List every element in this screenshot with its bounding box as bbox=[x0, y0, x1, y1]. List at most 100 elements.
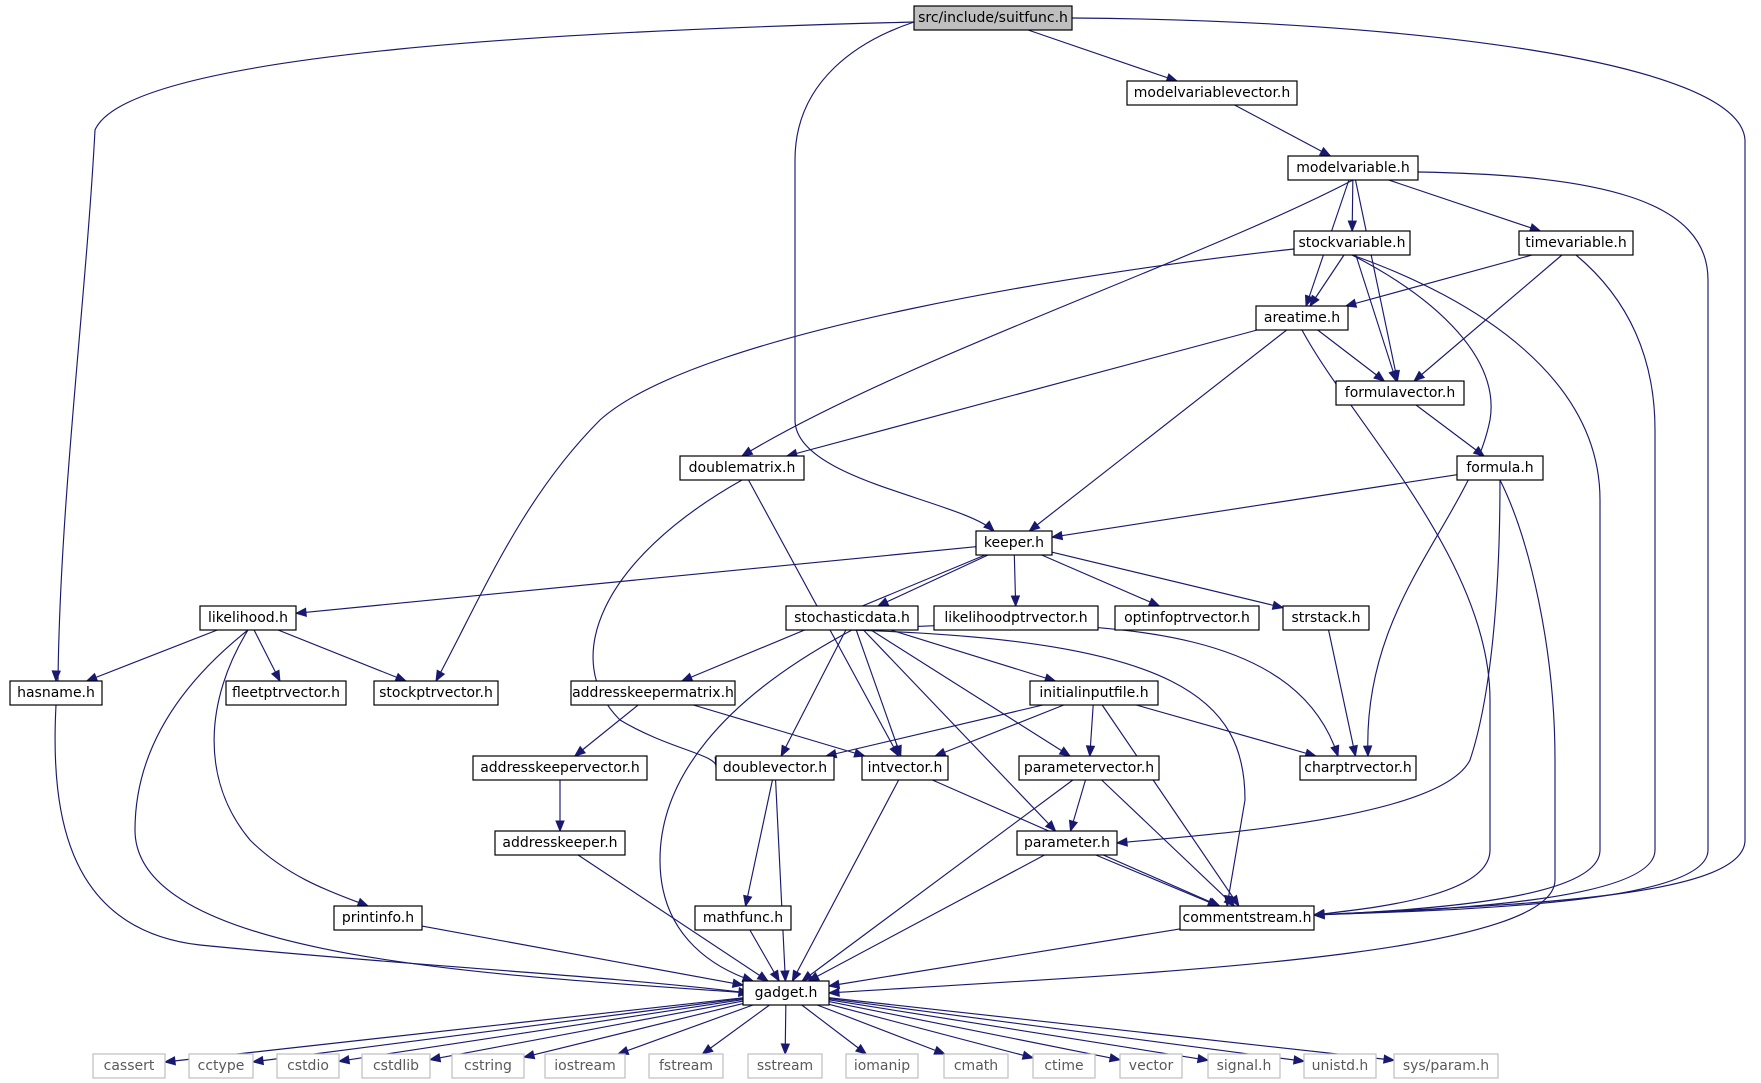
node-box bbox=[570, 680, 736, 706]
node-areatime[interactable]: areatime.h bbox=[1255, 305, 1349, 331]
node-optinfoptrvector[interactable]: optinfoptrvector.h bbox=[1114, 605, 1260, 631]
node-stockptrvector[interactable]: stockptrvector.h bbox=[373, 680, 499, 706]
node-label: likelihood.h bbox=[208, 610, 288, 626]
edge-line bbox=[1051, 551, 1284, 609]
edge-arrowhead bbox=[1223, 895, 1236, 907]
edge-line bbox=[1041, 554, 1160, 607]
node-box bbox=[451, 1053, 525, 1079]
edge-arrowhead bbox=[892, 744, 902, 758]
edge-stochasticdata-to-intvector bbox=[855, 629, 902, 758]
edge-arrowhead bbox=[356, 897, 370, 907]
node-label: formula.h bbox=[1466, 460, 1533, 476]
edge-line bbox=[828, 1003, 1034, 1059]
node-hasname[interactable]: hasname.h bbox=[9, 680, 103, 706]
node-cstring: cstring bbox=[451, 1053, 525, 1079]
edge-arrowhead bbox=[743, 894, 753, 908]
node-parameter[interactable]: parameter.h bbox=[1016, 830, 1118, 856]
edge-arrowhead bbox=[780, 1043, 791, 1056]
node-commentstream[interactable]: commentstream.h bbox=[1179, 905, 1315, 931]
node-stochasticdata[interactable]: stochasticdata.h bbox=[785, 605, 919, 631]
edge-gadget-to-cmath bbox=[817, 1004, 947, 1055]
node-initialinputfile[interactable]: initialinputfile.h bbox=[1029, 680, 1159, 706]
edge-line bbox=[1095, 854, 1219, 907]
edge-mathfunc-to-gadget bbox=[749, 929, 780, 983]
edge-arrowhead bbox=[573, 745, 587, 757]
node-timevariable[interactable]: timevariable.h bbox=[1518, 230, 1634, 256]
edge-arrowhead bbox=[933, 1045, 947, 1055]
edge-line bbox=[693, 704, 865, 757]
edge-modelvariable-to-timevariable bbox=[1388, 179, 1542, 233]
edge-addresskeepermatrix-to-intvector bbox=[693, 704, 866, 758]
edge-line bbox=[421, 925, 744, 986]
edge-line bbox=[338, 998, 744, 1062]
node-label: intvector.h bbox=[868, 760, 943, 776]
edge-parameter-to-commentstream bbox=[1095, 854, 1220, 907]
node-box bbox=[943, 1053, 1009, 1079]
node-doublevector[interactable]: doublevector.h bbox=[715, 755, 835, 781]
node-box bbox=[1032, 1053, 1096, 1079]
edge-arrowhead bbox=[701, 1043, 714, 1055]
edge-likelihood-to-fleetptrvector bbox=[253, 629, 281, 683]
node-modelvariable[interactable]: modelvariable.h bbox=[1287, 155, 1419, 181]
node-box bbox=[361, 1053, 431, 1079]
node-addresskeeper[interactable]: addresskeeper.h bbox=[494, 830, 626, 856]
edges-layer bbox=[51, 17, 1746, 1066]
node-ctime: ctime bbox=[1032, 1053, 1096, 1079]
node-likelihood[interactable]: likelihood.h bbox=[199, 605, 297, 631]
node-modelvariablevector[interactable]: modelvariablevector.h bbox=[1126, 80, 1298, 106]
node-keeper[interactable]: keeper.h bbox=[975, 530, 1053, 556]
node-label: doublevector.h bbox=[723, 760, 827, 776]
edge-line bbox=[1313, 254, 1656, 916]
node-sstream: sstream bbox=[747, 1053, 823, 1079]
node-label: ctime bbox=[1044, 1058, 1083, 1074]
node-box bbox=[494, 830, 626, 856]
node-printinfo[interactable]: printinfo.h bbox=[333, 905, 423, 931]
node-box bbox=[1207, 1053, 1281, 1079]
node-likelihoodptrvector[interactable]: likelihoodptrvector.h bbox=[933, 605, 1099, 631]
node-stockvariable[interactable]: stockvariable.h bbox=[1293, 230, 1411, 256]
edge-line bbox=[744, 779, 774, 907]
node-parametervector[interactable]: parametervector.h bbox=[1018, 755, 1160, 781]
node-addresskeepermatrix[interactable]: addresskeepermatrix.h bbox=[570, 680, 736, 706]
node-box bbox=[1119, 1053, 1183, 1079]
node-suitfunc[interactable]: src/include/suitfunc.h bbox=[913, 5, 1073, 31]
node-formulavector[interactable]: formulavector.h bbox=[1335, 380, 1465, 406]
edge-stockvariable-to-commentstream bbox=[1312, 254, 1601, 920]
node-label: iostream bbox=[554, 1058, 616, 1074]
node-mathfunc[interactable]: mathfunc.h bbox=[694, 905, 792, 931]
node-label: unistd.h bbox=[1312, 1058, 1369, 1074]
edge-line bbox=[1355, 254, 1397, 382]
edge-line bbox=[1345, 254, 1533, 307]
node-label: src/include/suitfunc.h bbox=[918, 10, 1068, 26]
node-box bbox=[1029, 680, 1159, 706]
node-box bbox=[188, 1053, 254, 1079]
edge-arrowhead bbox=[827, 979, 841, 989]
edge-formula-to-parameter bbox=[1115, 479, 1501, 847]
node-label: addresskeepermatrix.h bbox=[572, 685, 734, 701]
edge-initialinputfile-to-commentstream bbox=[1101, 704, 1240, 908]
edge-formula-to-gadget bbox=[827, 479, 1556, 998]
node-intvector[interactable]: intvector.h bbox=[861, 755, 949, 781]
edge-strstack-to-charptrvector bbox=[1327, 629, 1358, 758]
edge-line bbox=[786, 329, 1258, 457]
edge-arrowhead bbox=[1196, 1053, 1210, 1064]
node-addresskeepervector[interactable]: addresskeepervector.h bbox=[472, 755, 648, 781]
edge-line bbox=[164, 997, 744, 1063]
node-strstack[interactable]: strstack.h bbox=[1282, 605, 1370, 631]
node-charptrvector[interactable]: charptrvector.h bbox=[1299, 755, 1417, 781]
node-label: parameter.h bbox=[1024, 835, 1110, 851]
node-doublematrix[interactable]: doublematrix.h bbox=[679, 455, 805, 481]
edge-line bbox=[1313, 171, 1709, 916]
node-label: cmath bbox=[954, 1058, 998, 1074]
node-gadget[interactable]: gadget.h bbox=[742, 980, 830, 1006]
node-box bbox=[933, 605, 1099, 631]
nodes-layer: src/include/suitfunc.h modelvariablevecto… bbox=[9, 5, 1634, 1079]
edge-line bbox=[890, 629, 1056, 682]
edge-line bbox=[780, 629, 847, 757]
node-vector: vector bbox=[1119, 1053, 1183, 1079]
node-fleetptrvector[interactable]: fleetptrvector.h bbox=[225, 680, 347, 706]
node-label: stockptrvector.h bbox=[379, 685, 493, 701]
node-formula[interactable]: formula.h bbox=[1456, 455, 1544, 481]
edge-line bbox=[851, 629, 1246, 907]
edge-arrowhead bbox=[1021, 1050, 1035, 1060]
